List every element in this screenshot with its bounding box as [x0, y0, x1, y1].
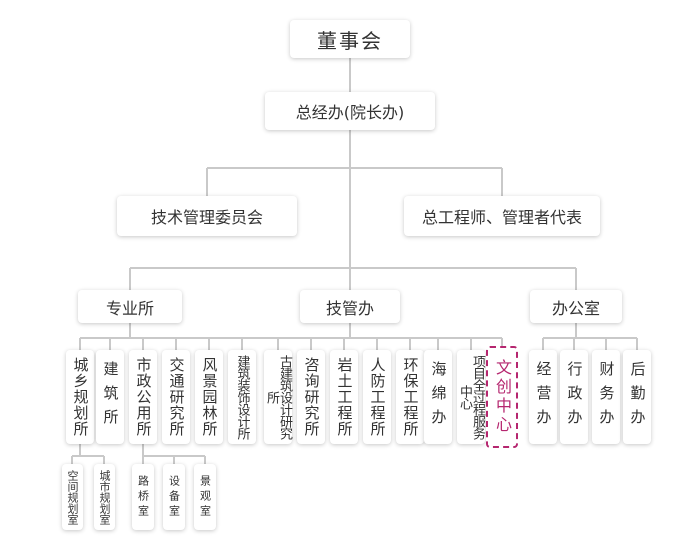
unit-consulting-research: 咨询研究所 — [297, 350, 325, 444]
chief-engineer: 总工程师、管理者代表 — [404, 196, 600, 236]
unit-decoration-design: 建筑装饰设计所 — [228, 350, 256, 444]
unit-environmental: 环保工程所 — [396, 350, 424, 444]
unit-admin-office: 行政办 — [560, 350, 588, 444]
unit-traffic-research: 交通研究所 — [162, 350, 190, 444]
unit-logistics-office: 后勤办 — [623, 350, 651, 444]
unit-cultural-creative-center: 文创中心 — [486, 346, 518, 448]
room-spatial-planning: 空间规划室 — [62, 464, 83, 530]
general-office: 总经办(院长办) — [265, 92, 435, 130]
room-urban-planning: 城市规划室 — [94, 464, 115, 530]
unit-business-office: 经营办 — [529, 350, 557, 444]
room-equipment: 设备室 — [163, 464, 185, 530]
unit-sponge-office: 海绵办 — [424, 350, 452, 444]
group-tech-management: 技管办 — [300, 290, 400, 323]
unit-finance-office: 财务办 — [592, 350, 620, 444]
unit-urban-rural-planning: 城乡规划所 — [66, 350, 94, 444]
unit-civil-defense: 人防工程所 — [363, 350, 391, 444]
room-road-bridge: 路桥室 — [132, 464, 154, 530]
unit-landscape: 风景园林所 — [195, 350, 223, 444]
unit-municipal: 市政公用所 — [129, 350, 157, 444]
unit-architecture: 建筑所 — [96, 350, 124, 444]
group-office: 办公室 — [530, 290, 622, 323]
room-landscape: 景观室 — [194, 464, 216, 530]
group-professional: 专业所 — [78, 290, 182, 323]
board-of-directors: 董事会 — [290, 20, 410, 58]
technical-committee: 技术管理委员会 — [117, 196, 297, 236]
unit-project-service-center: 项目全过程服务中心 — [457, 350, 485, 444]
unit-geotechnical: 岩土工程所 — [330, 350, 358, 444]
unit-ancient-architecture: 古建筑设计研究所 — [264, 350, 292, 444]
